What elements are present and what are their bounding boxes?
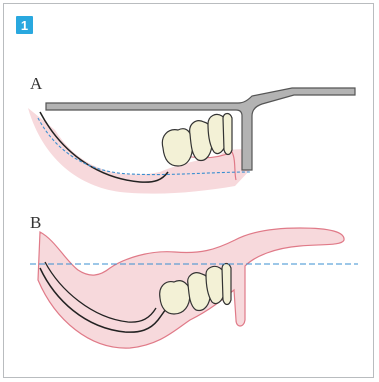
panel-b-tooth-canine xyxy=(222,264,231,305)
panel-a-tooth-canine xyxy=(223,114,232,155)
panel-b-illustration xyxy=(30,228,358,348)
panel-a-tooth-molar xyxy=(162,129,192,166)
panel-b-tooth-molar xyxy=(160,281,190,314)
panel-a-illustration xyxy=(28,88,355,194)
